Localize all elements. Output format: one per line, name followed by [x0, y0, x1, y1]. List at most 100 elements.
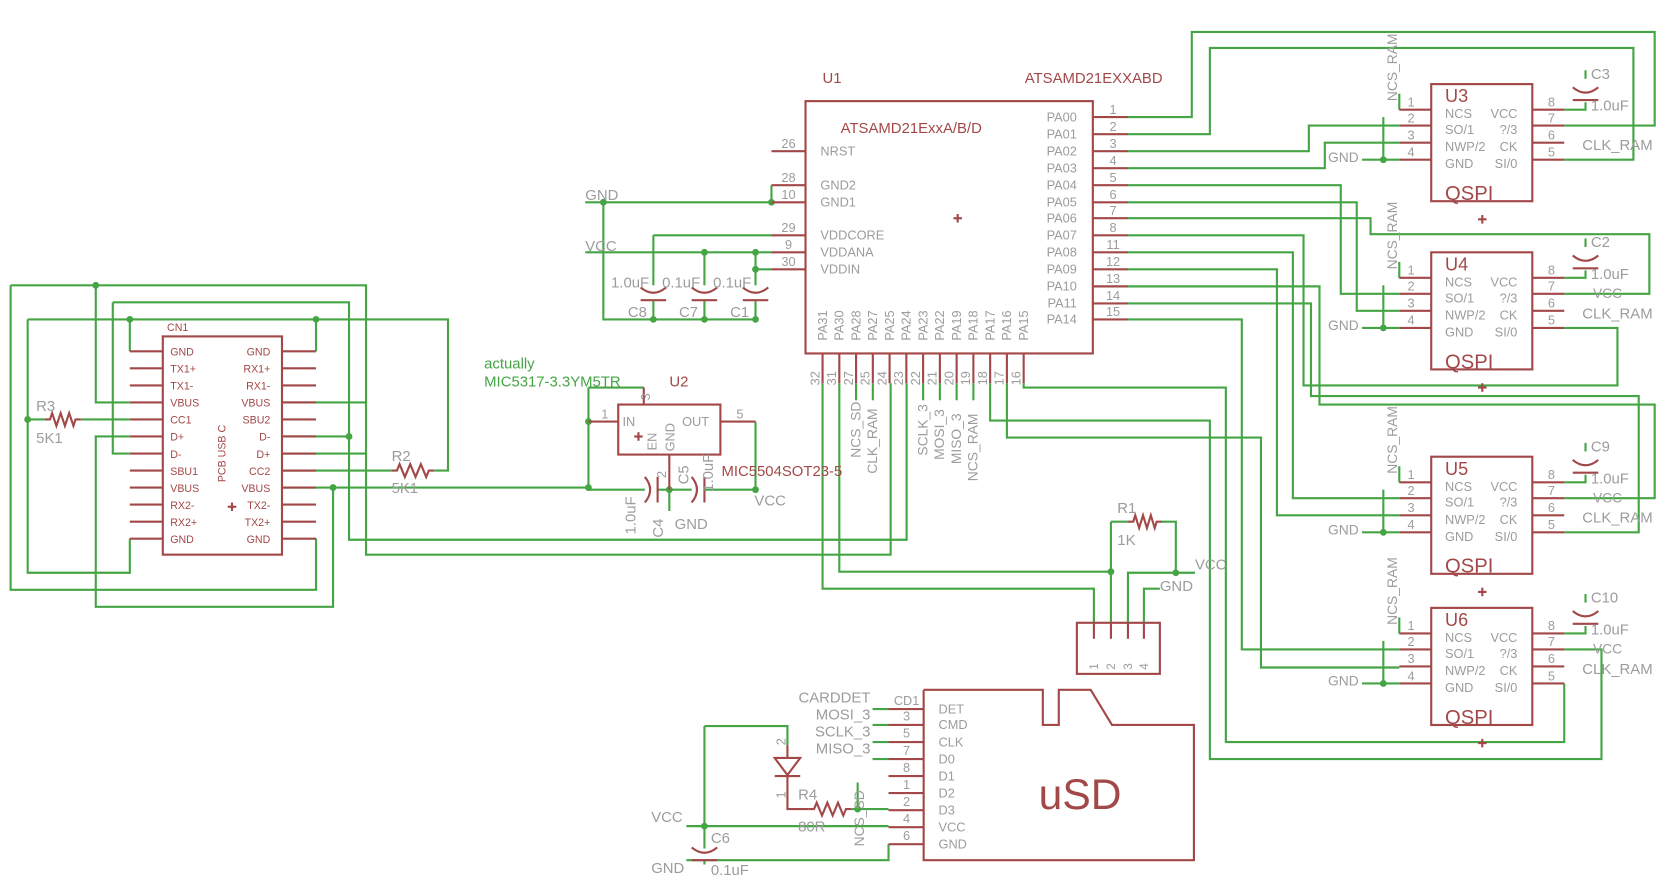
pin-number: 7 — [1109, 203, 1116, 218]
qspi-decoupling-capacitor — [1572, 610, 1599, 618]
pin-number: 3 — [1407, 500, 1414, 515]
pin-name: GND1 — [820, 195, 855, 210]
wire — [1127, 268, 1400, 517]
pin-name: PA28 — [848, 310, 863, 340]
wire — [111, 302, 130, 455]
wire — [1564, 102, 1587, 111]
pin-number: 5 — [1548, 144, 1555, 159]
gnd-label: GND — [1328, 521, 1359, 537]
pin-number: 3 — [638, 393, 653, 400]
pin-number: 5 — [736, 406, 743, 421]
pin-number: 7 — [1548, 483, 1555, 498]
pin-name: D- — [170, 449, 182, 461]
wire — [1127, 318, 1400, 651]
c5-value: 1.0uF — [701, 454, 717, 492]
pin-number: 25 — [858, 371, 873, 385]
wire — [1564, 474, 1587, 484]
pin-name: PA18 — [966, 310, 981, 340]
capacitor-value: 0.1uF — [662, 275, 700, 291]
pin-name: PA02 — [1047, 143, 1077, 158]
pin-name: SI/0 — [1495, 529, 1518, 544]
qspi-decoupling-capacitor — [1572, 254, 1599, 262]
net-label: MISO_3 — [948, 413, 964, 464]
pin-name: DET — [939, 701, 965, 716]
net-label: CLK_RAM — [1582, 138, 1652, 154]
pin-name: VCC — [1490, 274, 1517, 289]
qspi-package: QSPI — [1445, 351, 1493, 373]
pin-name: PA30 — [832, 310, 847, 340]
pin-name: NCS — [1445, 630, 1472, 645]
junction-dot — [1172, 569, 1180, 577]
wire — [1564, 625, 1587, 635]
pin-number: 27 — [841, 371, 856, 385]
wire — [838, 383, 1111, 573]
pin-name: SI/0 — [1495, 680, 1518, 695]
pin-name: PA00 — [1047, 109, 1077, 124]
pin-number: 31 — [824, 371, 839, 385]
pin-number: 3 — [1109, 136, 1116, 151]
pin-name: GND2 — [820, 177, 855, 192]
pin-number: 1 — [1088, 663, 1101, 670]
pin-name: CLK — [939, 734, 964, 749]
junction-dot — [649, 315, 657, 323]
pin-name: GND — [1445, 529, 1473, 544]
pin-name: NWP/2 — [1445, 512, 1485, 527]
net-label: NCS_RAM — [1384, 406, 1400, 474]
r2-resistor — [391, 461, 435, 480]
pin-number: 3 — [903, 709, 910, 724]
pin-name: VCC — [939, 819, 966, 834]
wire — [1142, 587, 1160, 623]
usd-name: uSD — [1039, 771, 1122, 819]
u2-ref: U2 — [669, 374, 688, 390]
capacitor-value: 0.1uF — [713, 275, 751, 291]
wire — [1564, 270, 1587, 279]
pin-name: NCS — [1445, 274, 1472, 289]
pin-name: CMD — [939, 717, 968, 732]
wire — [704, 724, 789, 746]
wires — [9, 30, 1656, 865]
qspi-ref: U6 — [1445, 610, 1468, 630]
pin-name: ?/3 — [1500, 646, 1518, 661]
pin-number: 28 — [781, 170, 795, 185]
qspi-ref: U3 — [1445, 86, 1468, 106]
pin-number: 3 — [1407, 127, 1414, 142]
decoupling-capacitor — [742, 286, 769, 294]
pin-name: NWP/2 — [1445, 663, 1485, 678]
junction-dot — [345, 433, 353, 440]
pin-number: 1 — [1407, 263, 1414, 278]
pin-name: NWP/2 — [1445, 307, 1485, 322]
qspi-package: QSPI — [1445, 183, 1493, 205]
pin-number: CD1 — [894, 693, 920, 708]
pin-name: D+ — [170, 432, 184, 444]
wire — [1127, 201, 1400, 312]
decoupling-capacitor — [690, 286, 718, 294]
junction-dot — [24, 416, 32, 423]
pin-number: 2 — [1109, 119, 1116, 134]
pin-name: CK — [1500, 512, 1518, 527]
pin-number: 13 — [1106, 271, 1120, 286]
pin-number: 7 — [1548, 634, 1555, 649]
pin-name: NCS — [1445, 106, 1472, 121]
pin-number: 24 — [874, 371, 889, 385]
net-label: NCS_RAM — [965, 414, 981, 482]
pin-number: 30 — [781, 254, 795, 269]
capacitor-value: 1.0uF — [1591, 267, 1629, 283]
pin-number: 6 — [903, 828, 910, 843]
pin-number: 5 — [1548, 517, 1555, 532]
wire — [1127, 184, 1400, 295]
pin-number: 5 — [1548, 668, 1555, 683]
pin-number: 2 — [1105, 663, 1118, 670]
pin-name: VDDIN — [820, 262, 860, 277]
net-label: NCS_RAM — [1384, 557, 1400, 625]
net-label: SCLK_3 — [815, 725, 870, 741]
pin-number: 21 — [925, 371, 940, 385]
pin-number: 1 — [601, 406, 608, 421]
c4-ref: C4 — [651, 519, 667, 538]
pin-name: PA31 — [815, 310, 830, 340]
pin-name: OUT — [682, 414, 709, 429]
vcc-label: VCC — [585, 239, 617, 255]
pin-number: 1 — [1407, 467, 1414, 482]
wire — [1127, 141, 1400, 170]
capacitor-value: 1.0uF — [1591, 99, 1629, 115]
